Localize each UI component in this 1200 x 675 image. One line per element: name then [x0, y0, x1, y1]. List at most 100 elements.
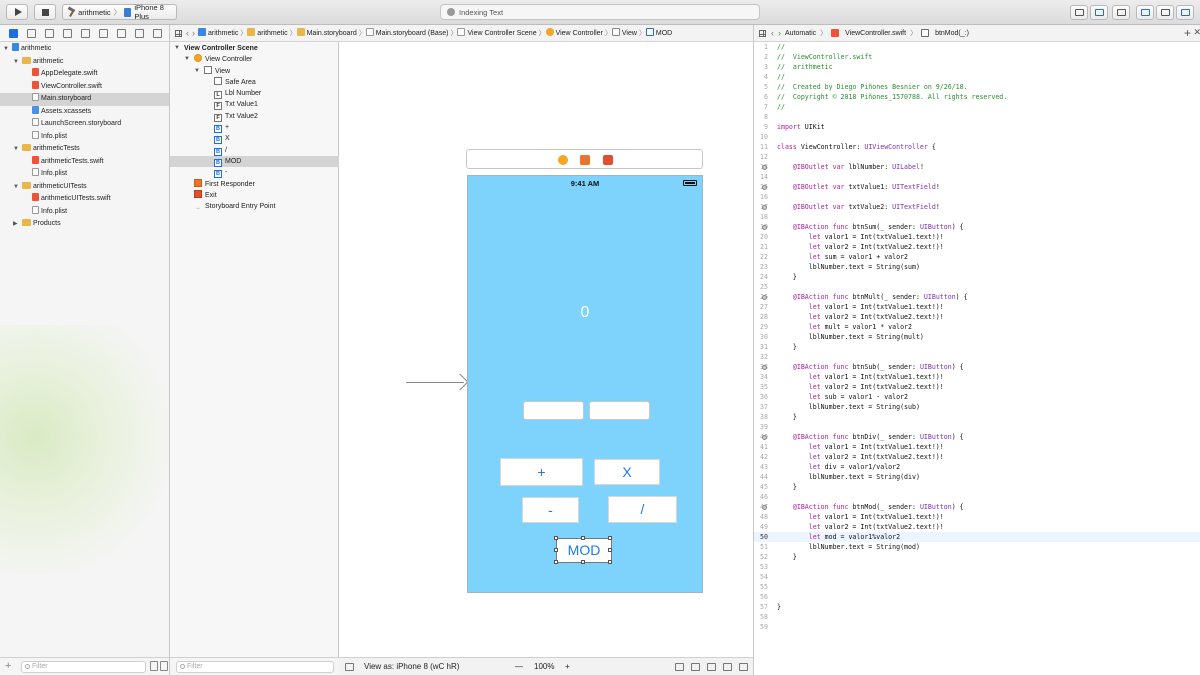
zoom-level[interactable]: 100%	[534, 662, 555, 671]
code-line[interactable]: 19 @IBAction func btnSum(_ sender: UIBut…	[754, 222, 1200, 232]
toggle-utilities-button[interactable]	[1176, 5, 1194, 20]
code-line[interactable]: 1//	[754, 42, 1200, 52]
outline-filter-input[interactable]: Filter	[176, 661, 334, 673]
navigator-item[interactable]: Info.plist	[0, 168, 169, 181]
navigator-item[interactable]: Assets.xcassets	[0, 105, 169, 119]
connection-circle-icon[interactable]	[762, 185, 767, 190]
navigator-item[interactable]: ViewController.swift	[0, 80, 169, 94]
forward-arrow-icon[interactable]: ›	[192, 28, 195, 38]
outline-item[interactable]: B+	[170, 122, 339, 134]
plus-button[interactable]: +	[500, 458, 583, 486]
code-line[interactable]: 17 @IBOutlet var txtValue2: UITextField!	[754, 202, 1200, 212]
disclosure-open-icon[interactable]: ▼	[13, 183, 19, 190]
resize-handle[interactable]	[581, 560, 585, 564]
code-line[interactable]: 28 let valor2 = Int(txtValue2.text!)!	[754, 312, 1200, 322]
scheme-selector[interactable]: arithmetic 〉 iPhone 8 Plus	[62, 3, 177, 21]
jump-method[interactable]: btnMod(_:)	[935, 29, 969, 37]
symbol-navigator-tab-icon[interactable]	[44, 28, 54, 38]
code-line[interactable]: 10	[754, 132, 1200, 142]
code-line[interactable]: 40 @IBAction func btnDiv(_ sender: UIBut…	[754, 432, 1200, 442]
outline-item[interactable]: →Storyboard Entry Point	[170, 201, 339, 212]
code-line[interactable]: 2// ViewController.swift	[754, 52, 1200, 62]
code-line[interactable]: 7//	[754, 102, 1200, 112]
code-line[interactable]: 5// Created by Diego Piñones Besnier on …	[754, 82, 1200, 92]
code-line[interactable]: 55	[754, 582, 1200, 592]
resize-handle[interactable]	[554, 548, 558, 552]
code-line[interactable]: 4//	[754, 72, 1200, 82]
navigator-item[interactable]: arithmeticUITests.swift	[0, 193, 169, 206]
device-view[interactable]: 9:41 AM 0 + X - / MOD	[467, 175, 703, 593]
outline-item[interactable]: B/	[170, 145, 339, 156]
code-line[interactable]: 39	[754, 422, 1200, 432]
code-line[interactable]: 21 let valor2 = Int(txtValue2.text!)!	[754, 242, 1200, 252]
navigator-item[interactable]: Main.storyboard	[0, 93, 169, 106]
stop-button[interactable]	[34, 4, 56, 20]
code-line[interactable]: 59	[754, 622, 1200, 632]
jump-bar-item[interactable]: arithmetic	[257, 30, 288, 37]
code-line[interactable]: 52 }	[754, 552, 1200, 562]
back-arrow-icon[interactable]: ‹	[186, 28, 189, 38]
navigator-item[interactable]: ▶Products	[0, 218, 169, 231]
jump-bar-item[interactable]: Main.storyboard	[306, 30, 357, 37]
issue-navigator-tab-icon[interactable]	[80, 28, 90, 38]
debug-navigator-tab-icon[interactable]	[116, 28, 126, 38]
code-line[interactable]: 44 lblNumber.text = String(div)	[754, 472, 1200, 482]
align-icon[interactable]	[707, 663, 716, 671]
breakpoint-navigator-tab-icon[interactable]	[134, 28, 144, 38]
add-editor-icon[interactable]: +	[1183, 26, 1191, 40]
toggle-navigator-button[interactable]	[1136, 5, 1154, 20]
code-line[interactable]: 45 }	[754, 482, 1200, 492]
code-line[interactable]: 41 let valor1 = Int(txtValue1.text!)!	[754, 442, 1200, 452]
update-frames-icon[interactable]	[675, 663, 684, 671]
code-line[interactable]: 33 @IBAction func btnSub(_ sender: UIBut…	[754, 362, 1200, 372]
code-line[interactable]: 58	[754, 612, 1200, 622]
code-line[interactable]: 49 let valor2 = Int(txtValue2.text!)!	[754, 522, 1200, 532]
code-line[interactable]: 18	[754, 212, 1200, 222]
div-button[interactable]: /	[608, 496, 677, 523]
code-line[interactable]: 14	[754, 172, 1200, 182]
navigator-item[interactable]: Info.plist	[0, 205, 169, 219]
code-line[interactable]: 32	[754, 352, 1200, 362]
code-line[interactable]: 25	[754, 282, 1200, 292]
disclosure-open-icon[interactable]: ▼	[184, 56, 190, 63]
toggle-outline-icon[interactable]	[345, 663, 354, 671]
navigator-filter-input[interactable]: Filter	[21, 661, 146, 673]
resize-handle[interactable]	[608, 536, 612, 540]
outline-item[interactable]: Exit	[170, 189, 339, 201]
related-items-icon[interactable]	[174, 29, 183, 38]
stack-icon[interactable]	[691, 663, 700, 671]
minus-button[interactable]: -	[522, 497, 579, 523]
code-line[interactable]: 50 let mod = valor1%valor2	[754, 532, 1200, 542]
back-arrow-icon[interactable]: ‹	[771, 28, 774, 38]
code-line[interactable]: 46	[754, 492, 1200, 502]
code-line[interactable]: 6// Copyright © 2018 Piñones_1570788. Al…	[754, 92, 1200, 102]
resize-handle[interactable]	[608, 548, 612, 552]
assistant-editor-button[interactable]	[1090, 5, 1108, 20]
connection-circle-icon[interactable]	[762, 435, 767, 440]
code-line[interactable]: 23 lblNumber.text = String(sum)	[754, 262, 1200, 272]
navigator-item[interactable]: Info.plist	[0, 130, 169, 144]
code-line[interactable]: 47 @IBAction func btnMod(_ sender: UIBut…	[754, 502, 1200, 512]
jump-automatic[interactable]: Automatic	[785, 29, 817, 37]
source-control-tab-icon[interactable]	[26, 28, 36, 38]
disclosure-open-icon[interactable]: ▼	[194, 67, 200, 74]
code-line[interactable]: 12	[754, 152, 1200, 162]
jump-bar-item[interactable]: arithmetic	[208, 30, 239, 37]
code-line[interactable]: 16	[754, 192, 1200, 202]
code-line[interactable]: 36 let sub = valor1 - valor2	[754, 392, 1200, 402]
navigator-item[interactable]: arithmeticTests.swift	[0, 155, 169, 169]
view-as-selector[interactable]: View as: iPhone 8 (wC hR)	[364, 662, 460, 671]
value1-textfield[interactable]	[523, 401, 584, 420]
disclosure-closed-icon[interactable]: ▶	[13, 221, 18, 227]
jump-bar-item[interactable]: View Controller	[555, 30, 603, 37]
close-editor-icon[interactable]: ✕	[1193, 27, 1200, 37]
assistant-code-editor[interactable]: ‹ › Automatic 〉 ViewController.swift 〉 b…	[753, 25, 1200, 675]
project-navigator-tab-icon[interactable]	[8, 28, 18, 38]
code-line[interactable]: 34 let valor1 = Int(txtValue1.text!)!	[754, 372, 1200, 382]
run-button[interactable]	[6, 4, 28, 20]
